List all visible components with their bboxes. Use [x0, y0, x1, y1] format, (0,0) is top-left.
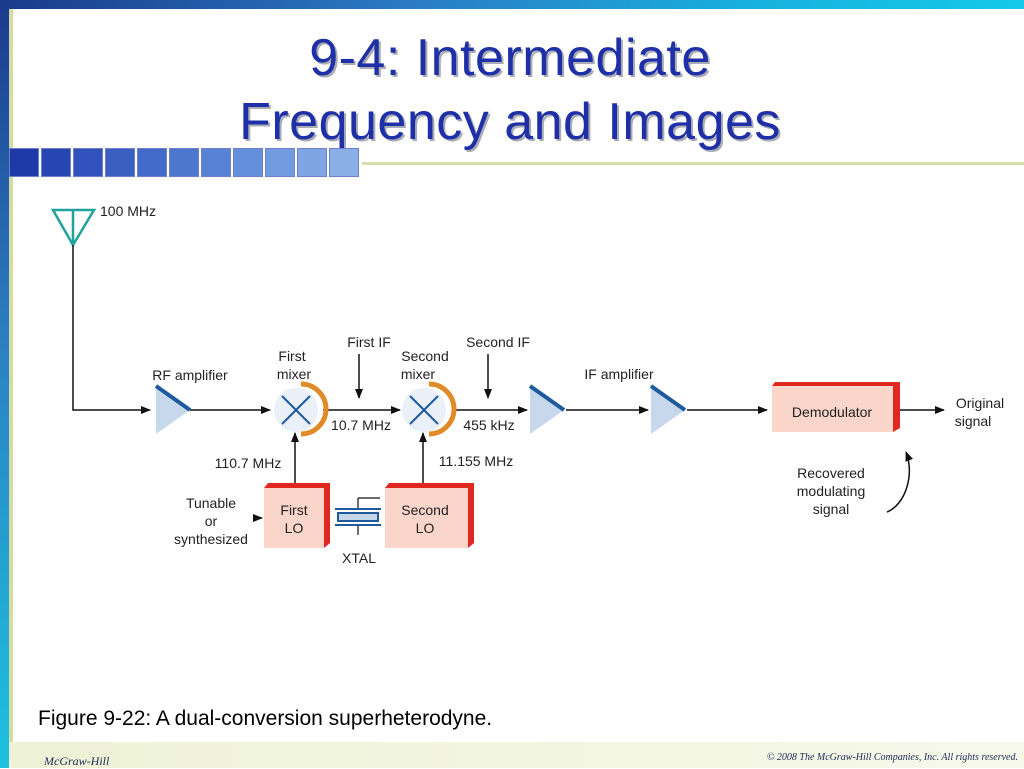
rf-amplifier-label: RF amplifier [152, 367, 228, 383]
decor-square [233, 148, 263, 177]
decorative-squares [9, 148, 361, 181]
second-lo-block [385, 483, 474, 548]
tunable-label-line1: Tunable [186, 495, 236, 511]
first-if-label: First IF [347, 334, 391, 350]
left-inner-rule [9, 9, 13, 768]
decor-square [169, 148, 199, 177]
if-amplifier-1-icon [528, 384, 566, 434]
antenna-icon [50, 208, 97, 248]
if-amplifier-label: IF amplifier [584, 366, 654, 382]
decor-square [9, 148, 39, 177]
title-rule [362, 162, 1024, 165]
first-lo-frequency-label: 110.7 MHz [215, 455, 282, 471]
crystal-label: XTAL [342, 550, 376, 566]
recovered-label-line2: modulating [797, 483, 866, 499]
decor-square [297, 148, 327, 177]
top-border-bar [0, 0, 1024, 9]
first-lo-label-line1: First [280, 502, 307, 518]
output-label-line1: Original [956, 395, 1004, 411]
rf-amplifier-icon [154, 384, 192, 434]
first-lo-label-line2: LO [285, 520, 304, 536]
output-label-line2: signal [955, 413, 992, 429]
demodulator-block [772, 382, 900, 432]
first-mixer-label-line1: First [278, 348, 305, 364]
footer-bar [9, 742, 1024, 768]
second-lo-frequency-label: 11.155 MHz [439, 453, 513, 469]
signal-path [72, 245, 945, 535]
second-mixer-icon [402, 381, 457, 437]
demodulator-label: Demodulator [792, 404, 872, 420]
antenna-frequency-label: 100 MHz [100, 203, 156, 219]
decor-square [137, 148, 167, 177]
decor-square [265, 148, 295, 177]
second-mixer-label-line2: mixer [401, 366, 436, 382]
tunable-label-line3: synthesized [174, 531, 248, 547]
crystal-icon [335, 508, 381, 526]
decor-square [201, 148, 231, 177]
if-amplifier-2-icon [649, 384, 687, 434]
second-lo-label-line1: Second [401, 502, 448, 518]
decor-square [105, 148, 135, 177]
first-if-frequency-label: 10.7 MHz [331, 417, 391, 433]
first-mixer-label-line2: mixer [277, 366, 312, 382]
decor-square [73, 148, 103, 177]
second-if-frequency-label: 455 kHz [463, 417, 514, 433]
publisher-name: McGraw-Hill [44, 754, 110, 768]
decor-square [41, 148, 71, 177]
figure-caption: Figure 9-22: A dual-conversion superhete… [38, 707, 493, 730]
tunable-label-line2: or [205, 513, 218, 529]
recovered-label-line1: Recovered [797, 465, 865, 481]
recovered-label-line3: signal [813, 501, 850, 517]
superheterodyne-diagram: 100 MHz [50, 203, 1004, 566]
first-mixer-icon [274, 381, 329, 437]
slide-title-line-1: 9-4: Intermediate [309, 29, 711, 87]
first-lo-block [264, 483, 330, 548]
second-lo-label-line2: LO [416, 520, 435, 536]
decor-square [329, 148, 359, 177]
second-mixer-label-line1: Second [401, 348, 448, 364]
slide-title-line-2: Frequency and Images [239, 93, 781, 151]
copyright-notice: © 2008 The McGraw-Hill Companies, Inc. A… [766, 752, 1018, 763]
left-border-bar [0, 0, 9, 768]
second-if-label: Second IF [466, 334, 530, 350]
